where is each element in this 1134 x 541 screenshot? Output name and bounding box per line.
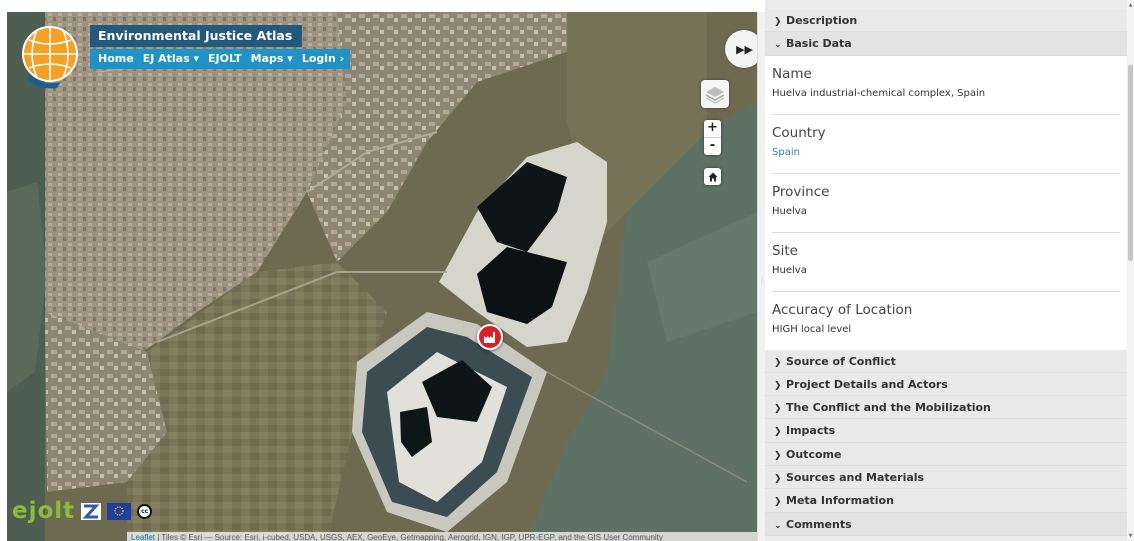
conflict-marker[interactable] (477, 324, 503, 350)
section-label: Meta Information (786, 494, 894, 508)
map-view[interactable]: Environmental Justice Atlas Home EJ Atla… (7, 12, 757, 541)
field-label: Accuracy of Location (772, 301, 913, 318)
eu-flag-icon (107, 502, 132, 520)
field-value: Huelva industrial-chemical complex, Spai… (772, 87, 986, 99)
home-extent-button[interactable] (704, 168, 721, 185)
field-accuracy: Accuracy of Location HIGH local level (772, 292, 1120, 350)
leaflet-link[interactable]: Leaflet (131, 533, 156, 541)
panel-scrollbar[interactable] (1127, 0, 1134, 541)
section-label: Description (786, 14, 858, 27)
chevron-right-icon: ❯ (774, 380, 782, 391)
section-project-details[interactable]: ❯ Project Details and Actors (765, 372, 1127, 397)
chevron-right-icon: ❯ (774, 357, 782, 368)
field-value: Huelva (772, 264, 807, 276)
field-value: HIGH local level (772, 323, 852, 335)
field-label: Site (772, 242, 798, 259)
section-outcome[interactable]: ❯ Outcome (765, 442, 1127, 467)
section-label: The Conflict and the Mobilization (786, 401, 991, 415)
field-province: Province Huelva (772, 174, 1120, 233)
section-label: Comments (786, 517, 852, 531)
section-label: Basic Data (786, 37, 852, 51)
chevron-right-icon: ❯ (774, 474, 782, 485)
field-name: Name Huelva industrial-chemical complex,… (772, 56, 1120, 115)
nav-ej-atlas[interactable]: EJ Atlas ▾ (142, 52, 199, 65)
scroll-up-icon[interactable]: ▲ (1128, 2, 1133, 8)
partner-flag-icon (81, 502, 102, 520)
section-label: Impacts (786, 424, 836, 438)
attribution-text: | Tiles © Esri — Source: Esri, i-cubed, … (155, 533, 663, 541)
chevron-right-icon: ❯ (774, 427, 782, 438)
field-label: Name (772, 65, 812, 82)
ej-atlas-logo[interactable] (17, 20, 87, 90)
section-impacts[interactable]: ❯ Impacts (765, 419, 1127, 443)
section-conflict-mobilization[interactable]: ❯ The Conflict and the Mobilization (765, 396, 1127, 420)
scroll-down-icon[interactable]: ▼ (1128, 533, 1133, 539)
layers-icon (705, 87, 725, 103)
scrollbar-thumb[interactable] (1128, 65, 1133, 261)
chevron-down-icon: ⌄ (774, 40, 782, 51)
details-panel: ❯ Description ⌄ Basic Data Name Huelva ind… (765, 0, 1127, 541)
nav-ejolt[interactable]: EJOLT (208, 52, 242, 65)
main-nav: Home EJ Atlas ▾ EJOLT Maps ▾ Login › (90, 49, 351, 69)
field-label: Country (772, 124, 826, 141)
section-comments[interactable]: ⌄ Comments (765, 512, 1127, 536)
satellite-imagery (7, 12, 757, 541)
nav-home[interactable]: Home (98, 52, 134, 65)
cc-icon: cc (137, 503, 153, 519)
section-label: Project Details and Actors (786, 377, 948, 391)
collapse-panel-button[interactable]: ▶▶ (725, 30, 757, 68)
section-label: Outcome (786, 447, 842, 461)
chevron-down-icon: ⌄ (774, 520, 782, 531)
field-value: Huelva (772, 205, 807, 217)
zoom-in-button[interactable]: + (707, 120, 718, 135)
field-label: Province (772, 183, 830, 200)
panel-splitter[interactable] (757, 12, 766, 541)
chevron-right-icon: ❯ (774, 497, 782, 508)
map-attribution: Leaflet | Tiles © Esri — Source: Esri, i… (127, 532, 757, 541)
globe-logo (22, 26, 78, 89)
section-label: Sources and Materials (786, 471, 925, 485)
field-site: Site Huelva (772, 233, 1120, 292)
partner-logos: ejolt cc (12, 496, 153, 526)
ejolt-logo[interactable]: ejolt (12, 498, 76, 524)
chevron-right-icon: ❯ (774, 404, 782, 415)
field-country: Country Spain (772, 115, 1120, 174)
double-chevron-right-icon: ▶▶ (736, 42, 753, 56)
section-sources-materials[interactable]: ❯ Sources and Materials (765, 466, 1127, 490)
country-link[interactable]: Spain (772, 146, 800, 158)
chevron-right-icon: ❯ (774, 17, 782, 27)
home-icon (708, 172, 717, 181)
section-source-of-conflict[interactable]: ❯ Source of Conflict (765, 349, 1127, 373)
section-label: Source of Conflict (786, 354, 896, 368)
chevron-right-icon: ❯ (774, 450, 782, 461)
site-title[interactable]: Environmental Justice Atlas (90, 25, 303, 47)
section-basic-data[interactable]: ⌄ Basic Data (765, 32, 1127, 56)
section-description[interactable]: ❯ Description (765, 9, 1127, 33)
zoom-control: + - (704, 120, 721, 155)
nav-login[interactable]: Login › (301, 52, 345, 65)
basic-data-content: Name Huelva industrial-chemical complex,… (765, 55, 1127, 350)
nav-maps[interactable]: Maps ▾ (250, 52, 293, 65)
splitter-grip-icon: ⋮⋮ (759, 276, 765, 286)
layers-button[interactable] (701, 80, 729, 108)
factory-icon (484, 331, 495, 343)
zoom-out-button[interactable]: - (704, 137, 721, 155)
section-meta-information[interactable]: ❯ Meta Information (765, 489, 1127, 513)
